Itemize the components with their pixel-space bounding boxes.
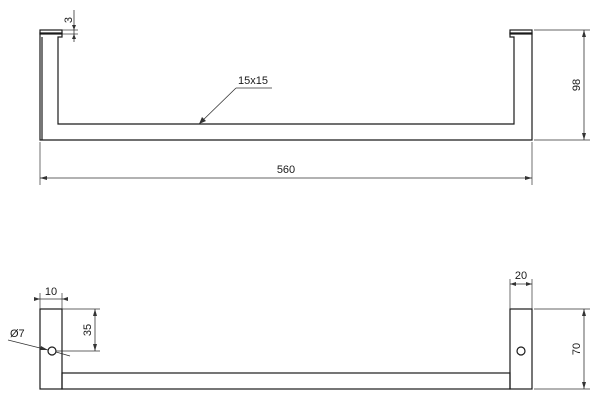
top-view-right-cap — [509, 29, 533, 35]
front-view-right-block — [509, 308, 533, 390]
dim-overall-length: 560 — [39, 142, 533, 185]
dim-profile-leader: 15x15 — [198, 75, 272, 125]
hole-offset-label: 35 — [82, 324, 94, 336]
cap-thickness-label: 3 — [63, 17, 75, 23]
hole-diameter-label: Ø7 — [10, 328, 25, 340]
left-mounting-hole — [47, 346, 57, 356]
dim-hole-offset: 35 — [56, 308, 100, 352]
block-width-label: 20 — [515, 270, 527, 282]
right-mounting-hole — [516, 346, 526, 356]
front-view-bar — [61, 372, 511, 390]
overall-height-label: 70 — [571, 343, 583, 355]
dim-overall-height: 70 — [534, 308, 590, 390]
front-view-left-plate — [39, 308, 63, 390]
profile-label: 15x15 — [238, 75, 268, 87]
top-view: 3 15x15 560 98 — [39, 10, 590, 185]
plate-width-label: 10 — [45, 286, 57, 298]
dim-hole-diameter: Ø7 — [7, 328, 71, 357]
top-view-left-cap — [39, 29, 63, 35]
dim-overall-depth: 98 — [534, 29, 590, 141]
overall-length-label: 560 — [277, 164, 295, 176]
dim-cap-thickness: 3 — [62, 10, 78, 42]
top-view-bar-outline — [39, 32, 533, 141]
front-view: 10 35 Ø7 20 — [7, 270, 590, 390]
overall-depth-label: 98 — [571, 79, 583, 91]
dim-plate-width: 10 — [34, 286, 68, 309]
dim-block-width: 20 — [509, 270, 533, 309]
